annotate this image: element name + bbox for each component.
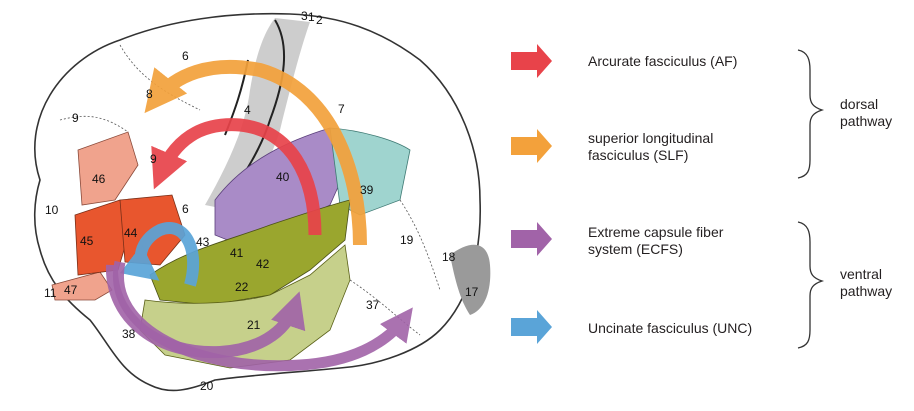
dorsal-brace — [798, 50, 822, 178]
svg-text:45: 45 — [80, 234, 94, 248]
svg-text:21: 21 — [247, 318, 261, 332]
svg-text:6: 6 — [182, 49, 189, 63]
group-label-ventral: ventral pathway — [840, 266, 892, 300]
group-label-dorsal: dorsal pathway — [840, 96, 892, 130]
svg-text:39: 39 — [360, 183, 374, 197]
svg-text:19: 19 — [400, 233, 414, 247]
svg-text:4: 4 — [244, 103, 251, 117]
legend-label-slf: superior longitudinal fasciculus (SLF) — [588, 130, 713, 164]
svg-text:3: 3 — [301, 9, 308, 23]
svg-text:9: 9 — [150, 152, 157, 166]
svg-text:42: 42 — [256, 257, 270, 271]
svg-text:17: 17 — [465, 285, 479, 299]
svg-text:6: 6 — [182, 202, 189, 216]
legend-arrow-ecfs — [511, 222, 552, 256]
svg-text:1: 1 — [308, 10, 315, 24]
svg-text:22: 22 — [235, 280, 249, 294]
legend-label-unc: Uncinate fasciculus (UNC) — [588, 320, 752, 337]
legend-arrow-af — [511, 44, 552, 78]
svg-text:2: 2 — [316, 13, 323, 27]
ventral-brace — [798, 222, 822, 348]
svg-text:44: 44 — [124, 226, 138, 240]
legend-arrow-unc — [511, 310, 552, 344]
svg-text:11: 11 — [44, 286, 57, 300]
svg-text:37: 37 — [366, 298, 380, 312]
svg-text:38: 38 — [122, 327, 136, 341]
svg-text:43: 43 — [196, 235, 210, 249]
svg-text:10: 10 — [45, 203, 59, 217]
legend-swatches — [511, 44, 552, 344]
svg-text:8: 8 — [146, 87, 153, 101]
svg-text:40: 40 — [276, 170, 290, 184]
svg-text:9: 9 — [72, 111, 79, 125]
svg-text:46: 46 — [92, 172, 106, 186]
svg-text:7: 7 — [338, 102, 345, 116]
svg-text:41: 41 — [230, 246, 244, 260]
legend-arrow-slf — [511, 129, 552, 163]
legend-label-af: Arcurate fasciculus (AF) — [588, 53, 737, 70]
svg-text:47: 47 — [64, 283, 78, 297]
svg-text:20: 20 — [200, 379, 214, 393]
svg-text:18: 18 — [442, 250, 456, 264]
legend-label-ecfs: Extreme capsule fiber system (ECFS) — [588, 224, 723, 258]
